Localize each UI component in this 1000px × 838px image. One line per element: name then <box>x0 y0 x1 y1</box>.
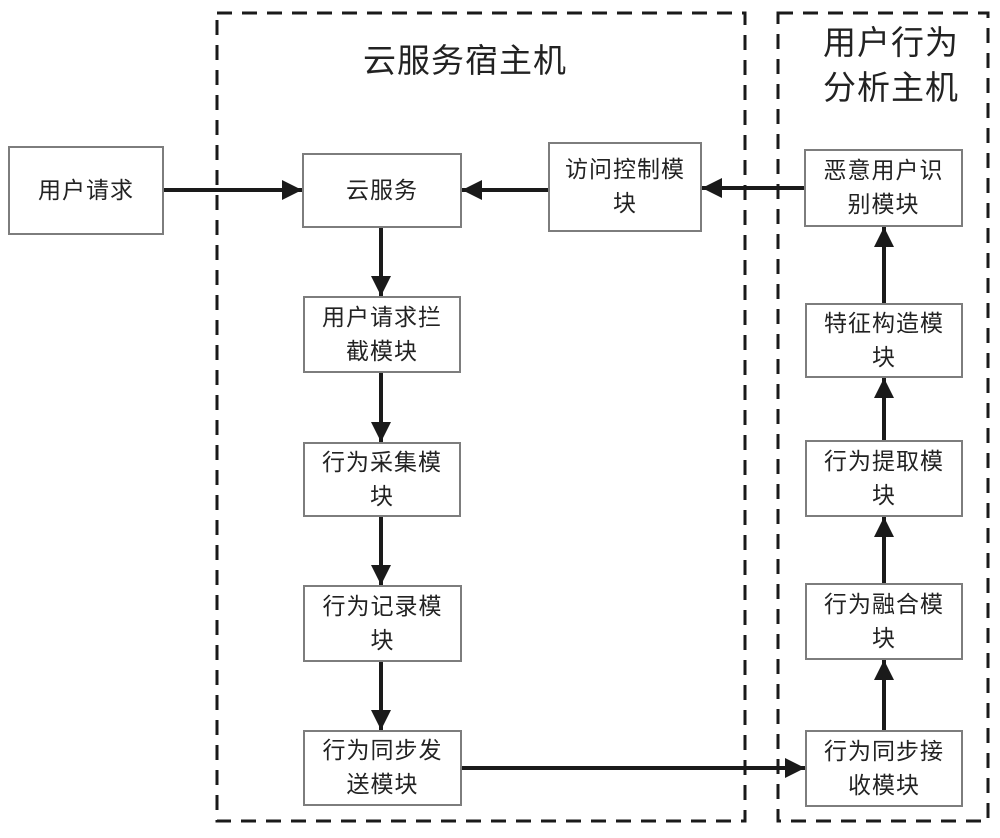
node-label: 行为同步接 收模块 <box>824 738 944 798</box>
node-request-intercept: 用户请求拦 截模块 <box>303 296 461 373</box>
node-label: 行为采集模 块 <box>322 449 442 509</box>
node-user-request: 用户请求 <box>8 146 164 235</box>
node-cloud-service: 云服务 <box>302 153 462 228</box>
node-feature-construct: 特征构造模 块 <box>805 303 963 378</box>
cloud-host-border <box>215 11 747 823</box>
node-label: 特征构造模 块 <box>824 310 944 370</box>
node-sync-send: 行为同步发 送模块 <box>303 730 462 806</box>
node-label: 行为融合模 块 <box>824 591 944 651</box>
node-access-control: 访问控制模 块 <box>548 142 702 232</box>
cloud-host-title: 云服务宿主机 <box>363 44 567 80</box>
node-behavior-collect: 行为采集模 块 <box>303 442 461 517</box>
node-label: 行为记录模 块 <box>322 593 443 653</box>
node-behavior-extract: 行为提取模 块 <box>805 440 963 517</box>
node-behavior-record: 行为记录模 块 <box>303 585 462 662</box>
node-label: 行为提取模 块 <box>824 448 944 508</box>
node-label: 恶意用户识 别模块 <box>823 158 944 217</box>
node-behavior-fusion: 行为融合模 块 <box>805 583 963 660</box>
analysis-host-title: 用户行为 分析主机 <box>823 26 959 107</box>
node-sync-receive: 行为同步接 收模块 <box>805 730 963 807</box>
node-label: 用户请求 <box>38 177 134 203</box>
node-label: 用户请求拦 截模块 <box>322 304 442 364</box>
node-label: 访问控制模 块 <box>565 157 685 216</box>
node-malicious-user-id: 恶意用户识 别模块 <box>804 149 963 227</box>
analysis-host-border <box>776 11 990 823</box>
node-label: 行为同步发 送模块 <box>322 738 443 797</box>
node-label: 云服务 <box>346 177 418 203</box>
